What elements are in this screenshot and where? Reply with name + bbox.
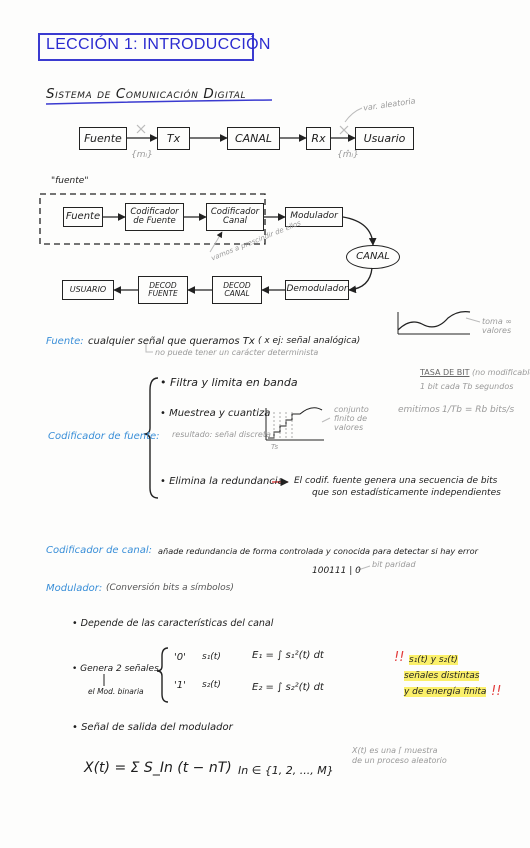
usuario2-block: USUARIO [62,280,114,300]
output-formula: X(t) = Σ S_In (t − nT) [84,760,232,776]
codificador-canal-block: Codificador Canal [206,203,264,231]
s1-label: s₁(t) [202,652,221,662]
senal-salida: • Señal de salida del modulador [72,722,233,733]
exclaim-left: !! [394,650,405,665]
symbol-one: '1' [174,680,186,691]
section-title: Sistema de Comunicación Digital [46,86,247,102]
process-note: X(t) es una ⌈ muestra de un proceso alea… [352,746,447,766]
fuente-text: cualquier señal que queramos Tx [88,336,255,347]
tasa-bit-line: 1 bit cada Tb segundos [420,382,514,391]
symbol-zero: '0' [174,652,186,663]
modulador-note: (Conversión bits a símbolos) [106,583,234,593]
decod-fuente-block: DECOD FUENTE [138,276,188,304]
codif-fuente-result-line1: El codif. fuente genera una secuencia de… [294,476,498,486]
bit-paridad-note: bit paridad [372,560,416,569]
decod-canal-block: DECOD CANAL [212,276,262,304]
usuario-block: Usuario [355,127,414,150]
resultado-note: resultado: señal discreta [172,430,271,439]
codif-fuente-result-line2: que son estadísticamente independientes [312,488,501,498]
canal2-block: CANAL [346,245,400,269]
fuente2-block: Fuente [63,207,103,227]
energy-e2: E₂ = ∫ s₂²(t) dt [252,682,324,693]
modulador-block: Modulador [285,207,343,227]
emitimos-label: emitimos [398,405,440,415]
canal-block: CANAL [227,127,280,150]
in-set: In ∈ {1, 2, ..., M} [238,764,334,777]
depende-canal: • Depende de las características del can… [72,618,274,629]
codificador-fuente-label: Codificador de fuente: [48,431,160,442]
bits-example: 100111 | 0 [312,566,361,576]
rx-block: Rx [306,127,331,150]
ts-label: Ts [271,443,279,451]
fuente-example: ( x ej: señal analógica) [258,336,361,346]
mi-hat-label: {m̂ᵢ} [337,150,359,160]
modulador-label: Modulador: [46,583,103,594]
fuente-quoted-label: "fuente" [51,176,89,186]
exclaim-right: !! [491,684,502,699]
codificador-canal-text: añade redundancia de forma controlada y … [158,546,478,556]
fuente-block: Fuente [79,127,127,150]
energy-e1: E₁ = ∫ s₁²(t) dt [252,650,324,661]
conjunto-finito-note: conjunto finito de valores [334,405,369,432]
tasa-bit-title: TASA DE BIT (no modificable) [420,368,530,377]
s2-label: s₂(t) [202,680,221,690]
cod-fuente-item1: • Filtra y limita en banda [160,376,298,389]
codificador-fuente-block: Codificador de Fuente [125,203,184,231]
codificador-canal-label: Codificador de canal: [46,545,152,556]
mod-binaria-note: el Mod. binaria [88,687,144,696]
toma-valores-note: toma ∞ valores [482,317,512,335]
signals-note-line3: y de energía finita [404,687,487,697]
tx-block: Tx [157,127,190,150]
fuente-note: no puede tener un carácter determinista [155,348,319,357]
signals-note-line2: señales distintas [404,671,480,681]
rate-formula: 1/Tb = Rb bits/s [442,405,515,415]
page-title: LECCIÓN 1: INTRODUCCIÓN [46,36,271,53]
mi-label: {mᵢ} [131,150,153,160]
signals-note-line1: s₁(t) y s₂(t) [409,655,458,665]
cod-fuente-item2: • Muestrea y cuantiza [160,408,271,419]
cod-fuente-item3: • Elimina la redundancia [160,476,284,487]
fuente-label: Fuente: [46,336,84,347]
demodulador-block: Demodulador [285,280,349,300]
title-box [38,33,254,61]
genera-senales: • Genera 2 señales [72,664,159,674]
